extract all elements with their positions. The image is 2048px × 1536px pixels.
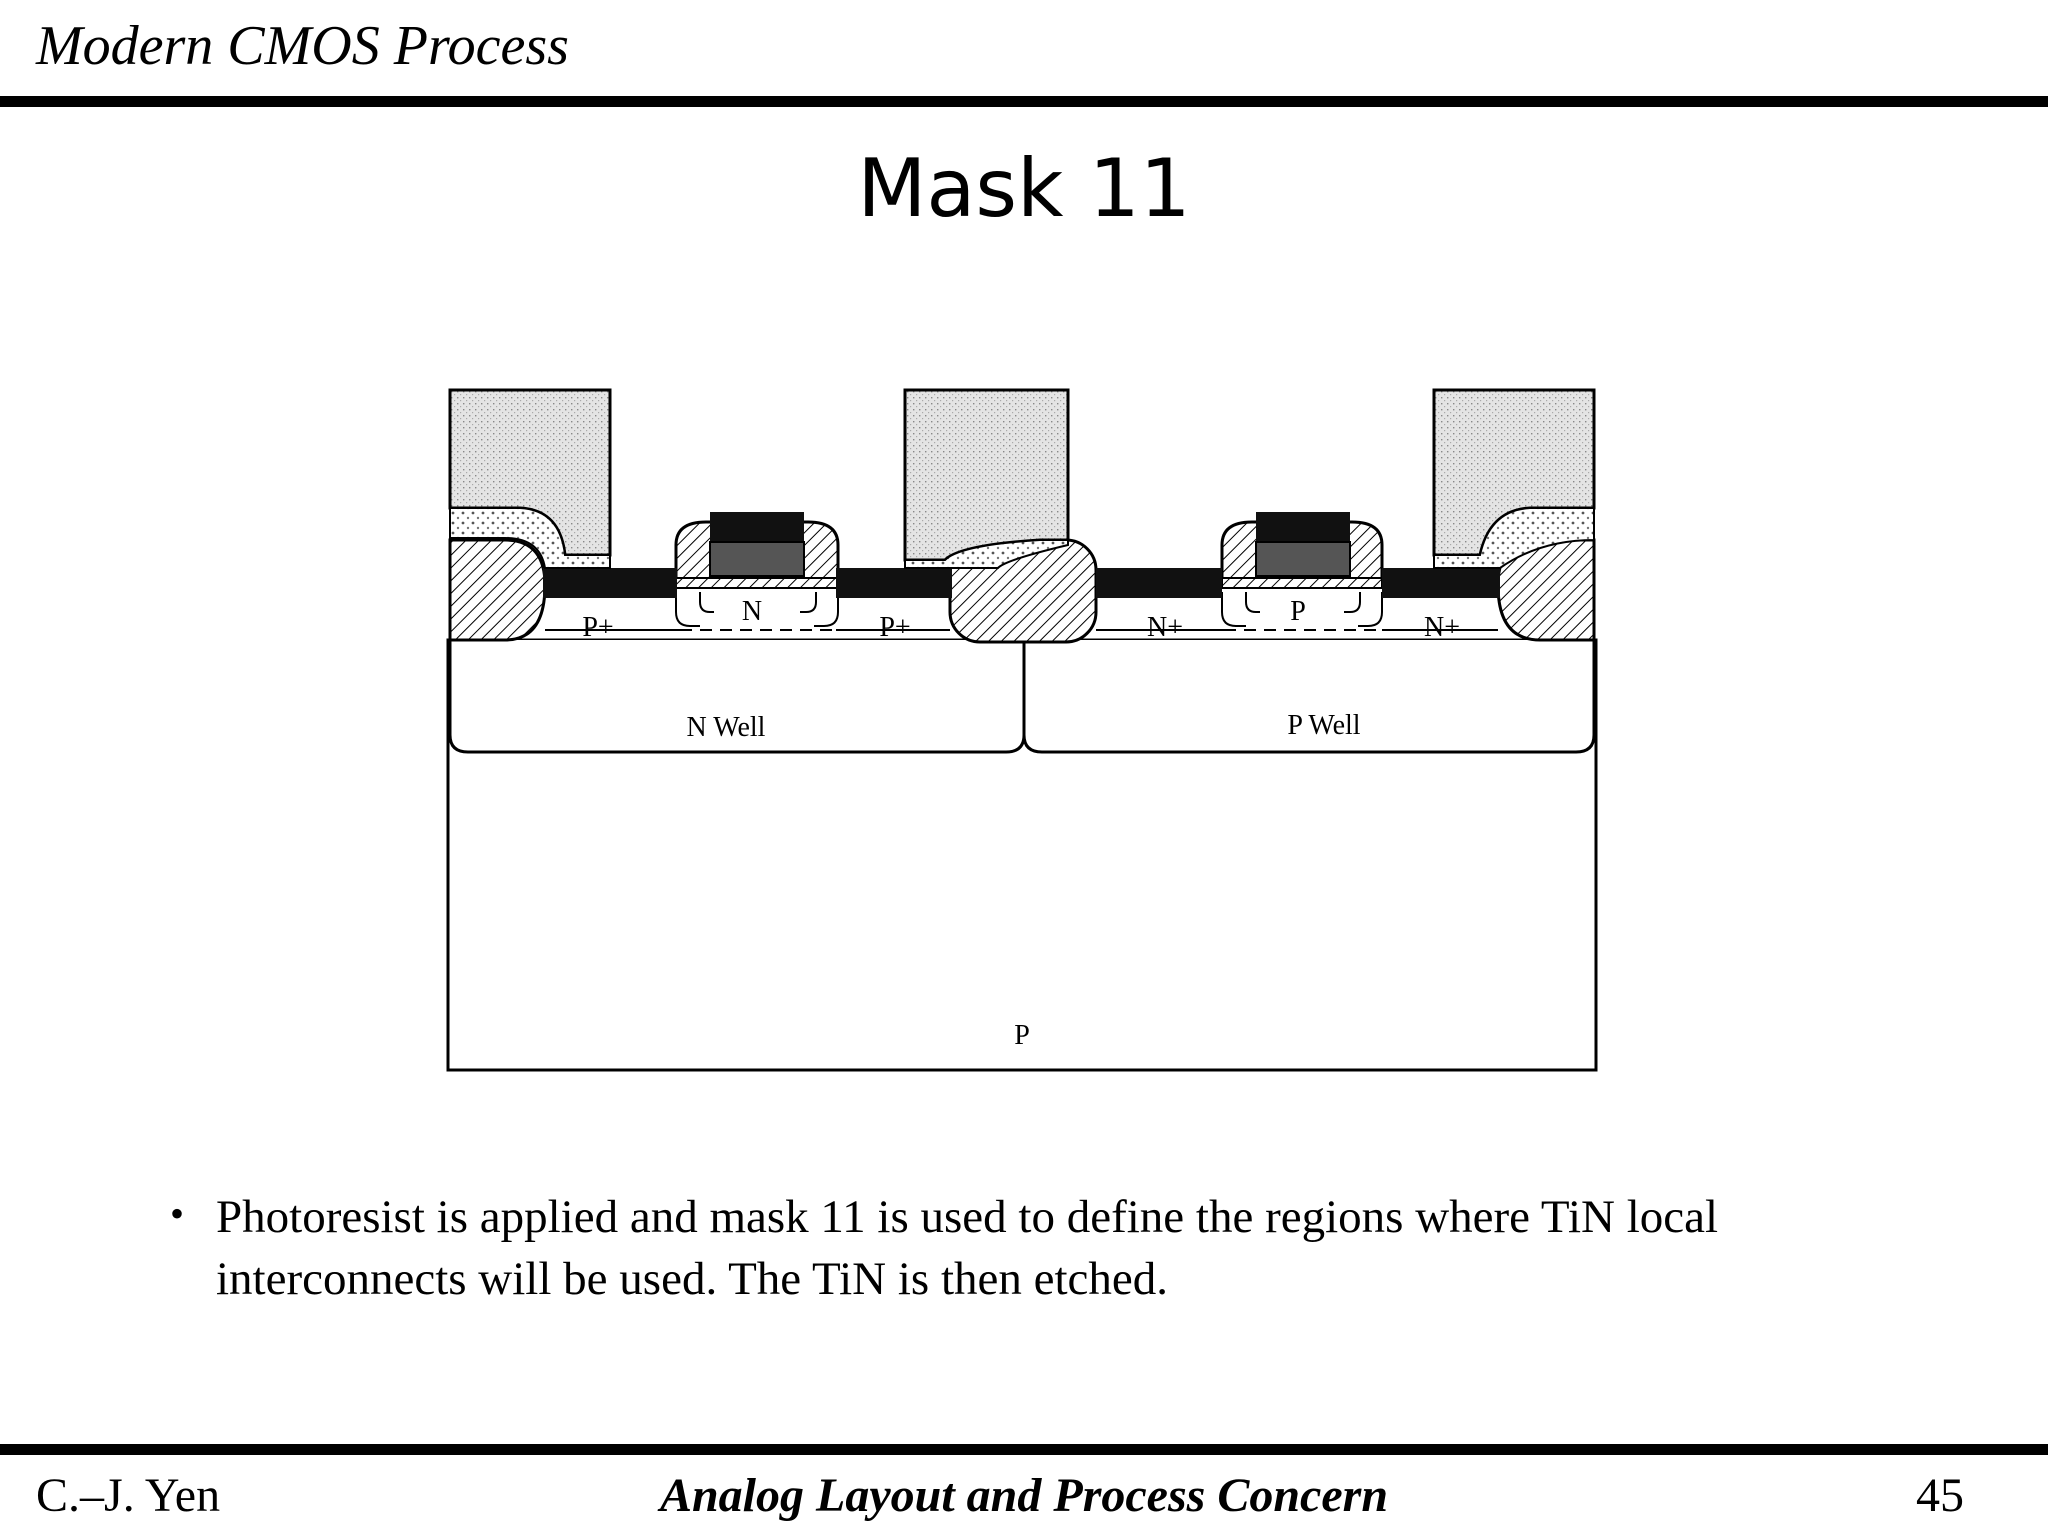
slide-title: Mask 11 bbox=[857, 142, 1191, 235]
label-n-channel: N bbox=[742, 596, 762, 627]
photoresist-center bbox=[903, 388, 1070, 562]
bullet-marker: • bbox=[170, 1191, 185, 1236]
footer-course-title: Analog Layout and Process Concern bbox=[659, 1469, 1389, 1522]
gate-poly-nmos bbox=[1255, 541, 1351, 577]
tin-layer-center bbox=[904, 539, 1069, 569]
page-number: 45 bbox=[1916, 1469, 1964, 1522]
label-p-well: P Well bbox=[1287, 710, 1360, 741]
tin-interconnect-1 bbox=[543, 568, 677, 598]
tin-interconnect-2 bbox=[836, 568, 952, 598]
bullet-text: Photoresist is applied and mask 11 is us… bbox=[216, 1191, 1719, 1305]
label-p-plus-2: P+ bbox=[879, 612, 910, 643]
field-oxide-left bbox=[448, 538, 547, 642]
label-p-channel: P bbox=[1290, 596, 1306, 627]
gate-poly-pmos bbox=[709, 541, 805, 577]
tin-layer-right bbox=[1433, 507, 1595, 569]
gate-silicide-pmos bbox=[710, 512, 804, 542]
label-n-plus-2: N+ bbox=[1424, 612, 1460, 643]
p-well bbox=[1022, 640, 1596, 754]
gate-oxide-pmos bbox=[675, 577, 839, 589]
header-rule bbox=[0, 96, 2048, 107]
footer-rule bbox=[0, 1444, 2048, 1455]
gate-silicide-nmos bbox=[1256, 512, 1350, 542]
tin-interconnect-4 bbox=[1382, 568, 1500, 598]
label-n-well: N Well bbox=[687, 712, 766, 743]
label-n-plus-1: N+ bbox=[1147, 612, 1183, 643]
label-substrate: P bbox=[1014, 1020, 1030, 1051]
n-well bbox=[448, 640, 1026, 754]
footer-author: C.–J. Yen bbox=[36, 1469, 221, 1522]
label-p-plus-1: P+ bbox=[582, 612, 613, 643]
tin-interconnect-3 bbox=[1096, 568, 1222, 598]
gate-oxide-nmos bbox=[1221, 577, 1383, 589]
header-title: Modern CMOS Process bbox=[36, 15, 569, 77]
tin-layer-left bbox=[449, 507, 611, 569]
cmos-cross-section-diagram: P+ N P+ N+ P N+ N Well P Well P bbox=[446, 388, 1598, 1072]
